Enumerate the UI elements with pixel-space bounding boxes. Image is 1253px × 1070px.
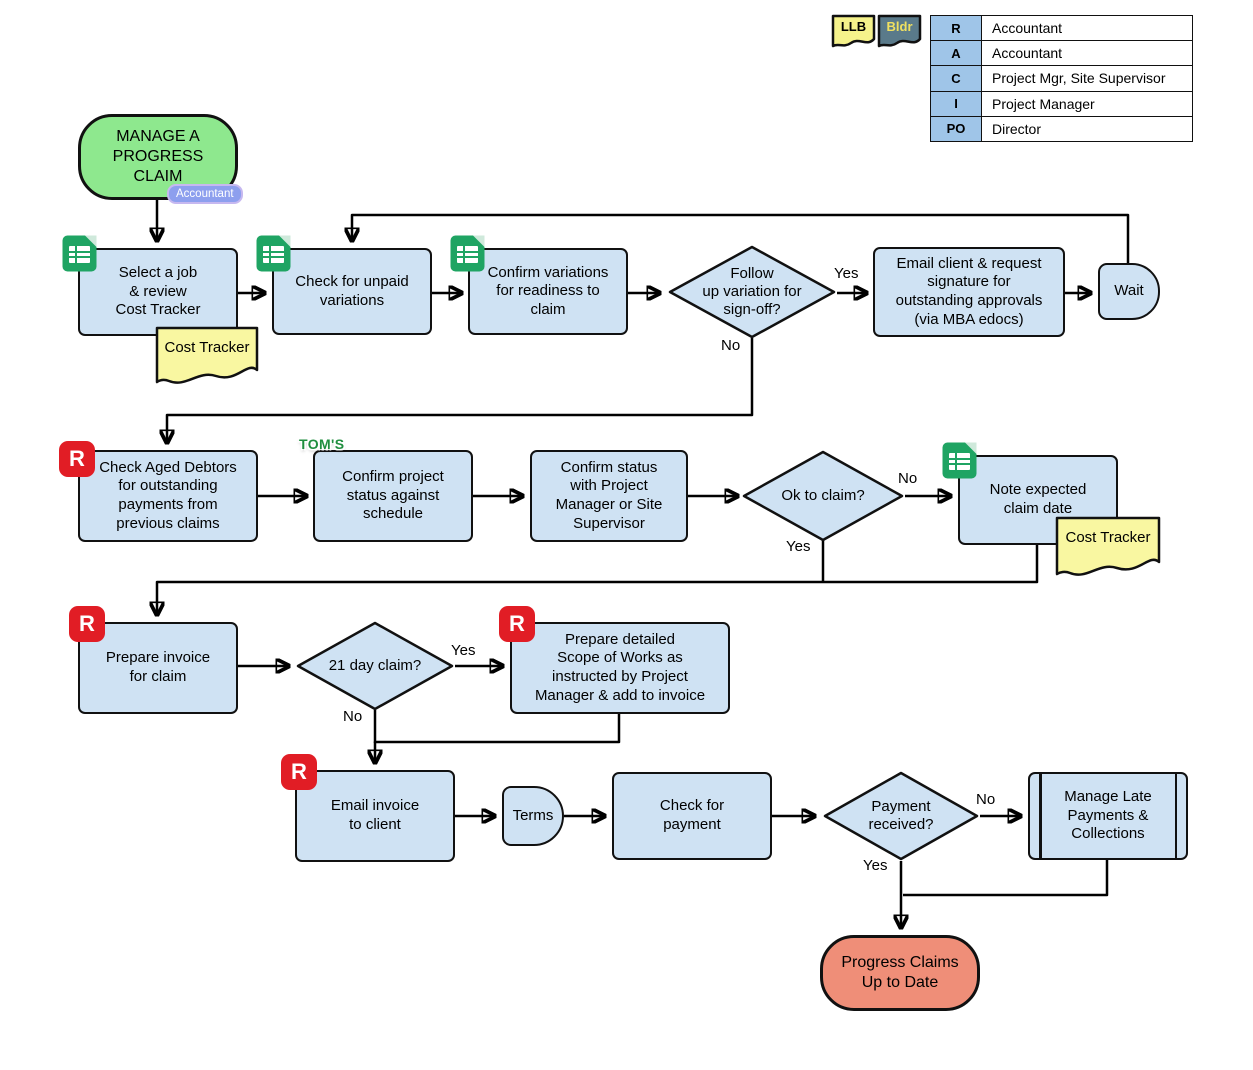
reckon-r-icon: R — [59, 441, 95, 477]
edge-label-yes: Yes — [863, 857, 888, 874]
toms-brand-label: TOM'S — [299, 436, 345, 452]
edge-label-no: No — [898, 470, 918, 487]
legend-value: Project Mgr, Site Supervisor — [992, 70, 1166, 87]
note-cost-tracker-2-label: Cost Tracker — [1065, 529, 1151, 546]
role-badge-accountant: Accountant — [167, 184, 243, 205]
end-node-progress-claims-up-to-date: Progress Claims Up to Date — [820, 935, 980, 1011]
edge-label-no: No — [721, 337, 741, 354]
diamond-shape — [742, 450, 904, 542]
flag-bldr-label: Bldr — [886, 19, 913, 34]
step-confirm-status-pm: Confirm status with Project Manager or S… — [530, 450, 688, 542]
step-confirm-project-status: Confirm project status against schedule — [313, 450, 473, 542]
legend-row: C Project Mgr, Site Supervisor — [931, 66, 1192, 92]
reckon-r-icon: R — [69, 606, 105, 642]
document-shape — [155, 326, 259, 384]
legend-row: PO Director — [931, 116, 1192, 141]
legend-row: I Project Manager — [931, 91, 1192, 117]
subprocess-right-bar — [1174, 774, 1177, 858]
note-cost-tracker-2: Cost Tracker — [1055, 516, 1161, 580]
legend-value: Director — [992, 120, 1042, 137]
delay-terms: Terms — [502, 786, 564, 846]
start-node-label: MANAGE A PROGRESS CLAIM — [112, 128, 204, 185]
flag-llb-label: LLB — [840, 19, 867, 34]
subprocess-manage-late-payments: Manage Late Payments & Collections — [1028, 772, 1188, 860]
edge-label-no: No — [343, 708, 363, 725]
decision-payment-received: Payment received? — [822, 771, 980, 861]
step-check-aged-debtors: Check Aged Debtors for outstanding payme… — [78, 450, 258, 542]
decision-follow-up-label: Follow up variation for sign-off? — [702, 264, 802, 319]
decision-ok-to-claim: Ok to claim? — [741, 450, 905, 542]
legend-key: C — [931, 66, 982, 91]
edge-label-yes: Yes — [834, 265, 859, 282]
legend-key: R — [931, 16, 982, 41]
legend-key: A — [931, 41, 982, 66]
step-confirm-variations: Confirm variations for readiness to clai… — [468, 248, 628, 335]
decision-21-day-claim: 21 day claim? — [295, 621, 455, 711]
step-select-job: Select a job & review Cost Tracker — [78, 248, 238, 336]
diamond-shape — [296, 621, 454, 711]
legend-row: R Accountant — [931, 16, 1192, 42]
flag-llb: LLB — [831, 14, 876, 52]
subprocess-label: Manage Late Payments & Collections — [1064, 788, 1152, 843]
edge-managelate-join — [903, 860, 1109, 897]
flag-llb-shape — [831, 14, 876, 48]
legend-value: Project Manager — [992, 95, 1095, 112]
subprocess-left-bar — [1039, 774, 1042, 858]
edge-label-no: No — [976, 791, 996, 808]
decision-ok-to-claim-label: Ok to claim? — [781, 486, 865, 504]
start-node-manage-progress-claim: MANAGE A PROGRESS CLAIM Accountant — [78, 114, 243, 205]
step-check-for-payment: Check for payment — [612, 772, 772, 860]
diamond-shape — [668, 245, 836, 339]
step-check-unpaid-variations: Check for unpaid variations — [272, 248, 432, 335]
document-shape — [1055, 516, 1161, 576]
reckon-r-icon: R — [499, 606, 535, 642]
legend-value: Accountant — [992, 45, 1063, 62]
diamond-shape — [823, 771, 979, 861]
spreadsheet-icon — [255, 234, 292, 278]
step-prepare-scope-of-works: Prepare detailed Scope of Works as instr… — [510, 622, 730, 714]
edge-wait-loop-to-checkunpaid — [352, 213, 1130, 263]
step-email-invoice: Email invoice to client — [295, 770, 455, 862]
flag-bldr: Bldr — [877, 14, 922, 52]
note-cost-tracker-1-label: Cost Tracker — [164, 339, 250, 356]
step-email-client-signature: Email client & request signature for out… — [873, 247, 1065, 337]
edge-notedate-to-prepareinvoice — [157, 545, 1039, 614]
edge-followup-no-to-ageddebtors — [167, 338, 754, 442]
note-cost-tracker-1: Cost Tracker — [155, 326, 259, 388]
edge-label-yes: Yes — [786, 538, 811, 555]
flag-bldr-shape — [877, 14, 922, 48]
edge-label-yes: Yes — [451, 642, 476, 659]
legend-key: I — [931, 91, 982, 116]
reckon-r-icon: R — [281, 754, 317, 790]
legend-key: PO — [931, 116, 982, 141]
edge-scope-to-emailinvoice — [375, 714, 621, 762]
spreadsheet-icon — [61, 234, 98, 278]
decision-payment-received-label: Payment received? — [868, 797, 934, 833]
decision-21-day-claim-label: 21 day claim? — [328, 656, 422, 674]
delay-wait: Wait — [1098, 263, 1160, 320]
decision-follow-up-variation: Follow up variation for sign-off? — [667, 245, 837, 339]
spreadsheet-icon — [941, 441, 978, 485]
spreadsheet-icon — [449, 234, 486, 278]
step-prepare-invoice: Prepare invoice for claim — [78, 622, 238, 714]
legend-row: A Accountant — [931, 41, 1192, 67]
raci-legend-table: R Accountant A Accountant C Project Mgr,… — [930, 15, 1193, 142]
legend-value: Accountant — [992, 20, 1063, 37]
